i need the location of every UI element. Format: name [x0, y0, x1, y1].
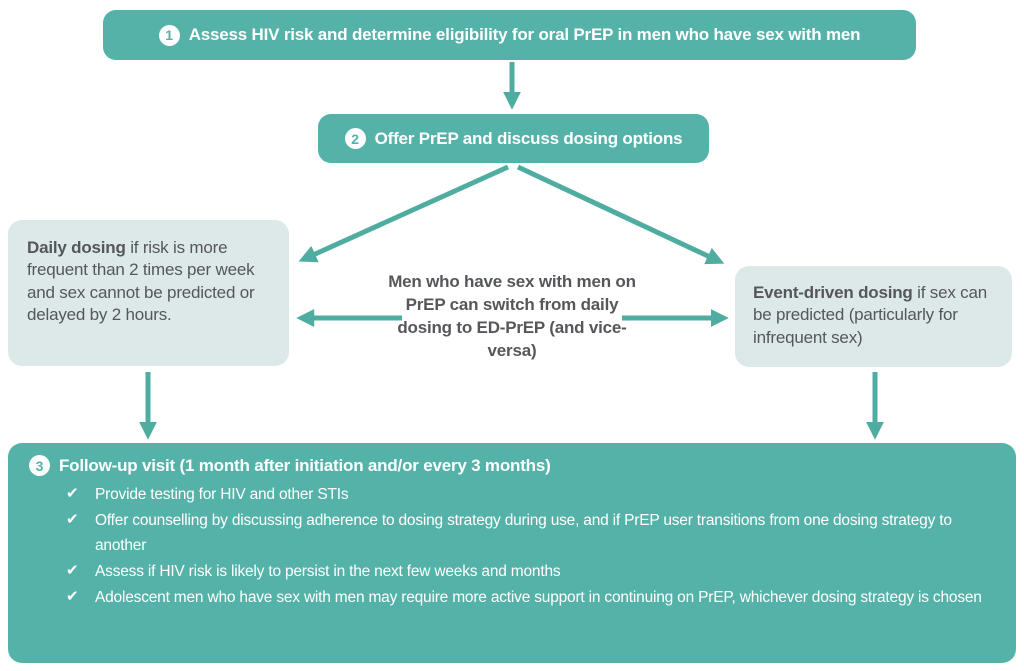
check-icon: ✔: [66, 511, 79, 529]
event-driven-dosing-box: Event-driven dosing if sex can be predic…: [735, 266, 1012, 367]
step2-label: Offer PrEP and discuss dosing options: [374, 128, 683, 148]
step-2-number-icon: 2: [344, 128, 366, 149]
arrow-step2-to-event: [516, 164, 725, 265]
checklist-item-text: Adolescent men who have sex with men may…: [95, 589, 982, 607]
checklist-item-text: Provide testing for HIV and other STIs: [95, 486, 349, 503]
followup-title: Follow-up visit (1 month after initiatio…: [59, 455, 551, 475]
daily-dosing-box: Daily dosing if risk is more frequent th…: [8, 220, 289, 366]
followup-checklist: ✔ Provide testing for HIV and other STIs…: [29, 482, 994, 611]
step1-label: Assess HIV risk and determine eligibilit…: [188, 25, 861, 44]
step-1-number-icon: 1: [158, 24, 180, 46]
checklist-item: ✔ Offer counselling by discussing adhere…: [66, 508, 994, 558]
checklist-item: ✔ Adolescent men who have sex with men m…: [66, 585, 994, 610]
checklist-item: ✔ Assess if HIV risk is likely to persis…: [66, 559, 994, 584]
switch-note: Men who have sex with men on PrEP can sw…: [388, 272, 636, 360]
checklist-item-text: Offer counselling by discussing adherenc…: [95, 512, 952, 555]
followup-box: 3 Follow-up visit (1 month after initiat…: [8, 443, 1016, 663]
step1-box: 1 Assess HIV risk and determine eligibil…: [103, 10, 916, 60]
daily-dosing-title: Daily dosing: [27, 238, 126, 257]
check-icon: ✔: [66, 562, 79, 580]
event-driven-dosing-title: Event-driven dosing: [753, 283, 913, 302]
checklist-item-text: Assess if HIV risk is likely to persist …: [95, 563, 561, 581]
followup-title-row: 3 Follow-up visit (1 month after initiat…: [29, 455, 994, 476]
checklist-item: ✔ Provide testing for HIV and other STIs: [66, 482, 994, 507]
event-driven-dosing-text: if sex can be predicted (particularly fo…: [753, 283, 987, 347]
step2-box: 2 Offer PrEP and discuss dosing options: [318, 114, 709, 163]
check-icon: ✔: [66, 588, 79, 606]
daily-dosing-text: if risk is more frequent than 2 times pe…: [27, 238, 255, 324]
step-3-number-icon: 3: [29, 455, 50, 476]
check-icon: ✔: [66, 485, 79, 502]
arrow-step2-to-daily: [298, 164, 510, 263]
